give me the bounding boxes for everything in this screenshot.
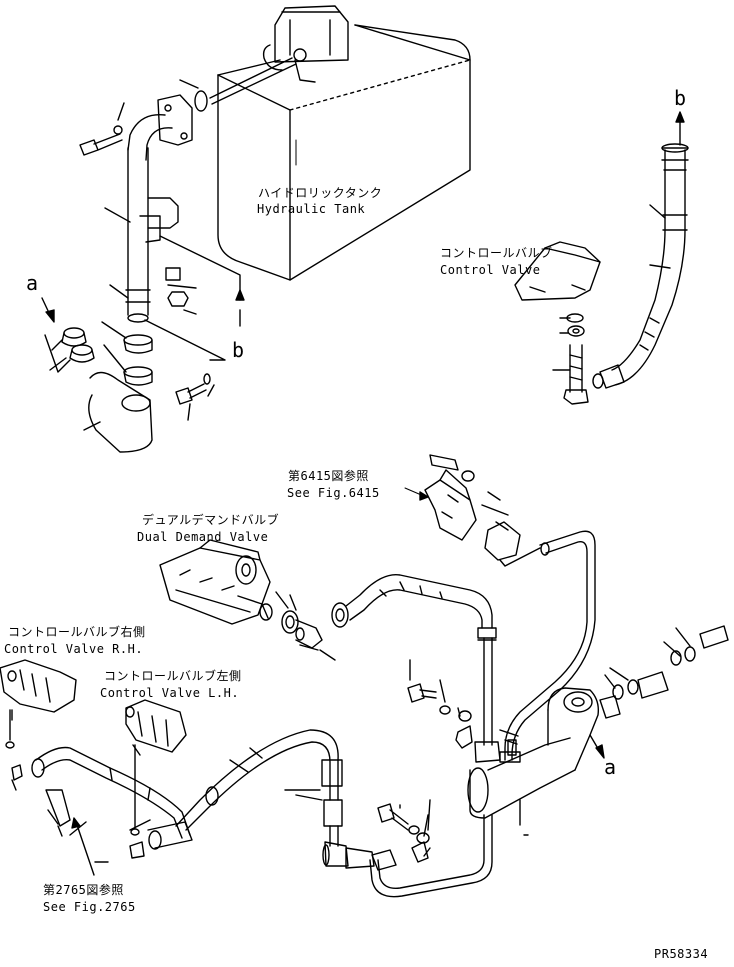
dual-demand-valve [159, 539, 497, 661]
callout-b-upper-right: b [674, 86, 687, 110]
callout-b-left: b [232, 338, 245, 362]
control-valve-rh-label-jp: コントロールバルブ右側 [8, 625, 146, 639]
part-code-label: PR58334 [654, 947, 709, 961]
fig6415-label-en: See Fig.6415 [287, 486, 380, 500]
control-valve-lh-label-en: Control Valve L.H. [100, 686, 240, 700]
return-manifold [322, 625, 729, 898]
arrow-a-upper [41, 297, 55, 323]
control-valve-rh-label-en: Control Valve R.H. [4, 642, 144, 656]
dual-demand-valve-label-jp: デュアルデマンドバルブ [142, 513, 280, 527]
dual-demand-valve-label-en: Dual Demand Valve [137, 530, 269, 544]
hydraulic-tank-label-en: Hydraulic Tank [257, 202, 366, 216]
fig2765-label-jp: 第2765図参照 [43, 883, 124, 897]
hydraulic-tank-label-jp: ハイドロリックタンク [258, 186, 383, 200]
fig6415-label-jp: 第6415図参照 [288, 469, 369, 483]
fig6415-component [404, 454, 596, 763]
callout-a-upper-left: a [26, 271, 39, 295]
control-valve-lh-label-jp: コントロールバルブ左側 [104, 669, 242, 683]
control-valve-assembly [514, 111, 689, 405]
suction-pipe-assembly [44, 79, 245, 453]
control-valve-label-en: Control Valve [440, 263, 541, 277]
left-valves-and-pipes [0, 659, 343, 876]
callout-a-lower-right: a [604, 755, 617, 779]
control-valve-label-jp: コントロールバルブ [440, 246, 553, 260]
fig2765-label-en: See Fig.2765 [43, 900, 136, 914]
hydraulic-tank [194, 5, 471, 281]
